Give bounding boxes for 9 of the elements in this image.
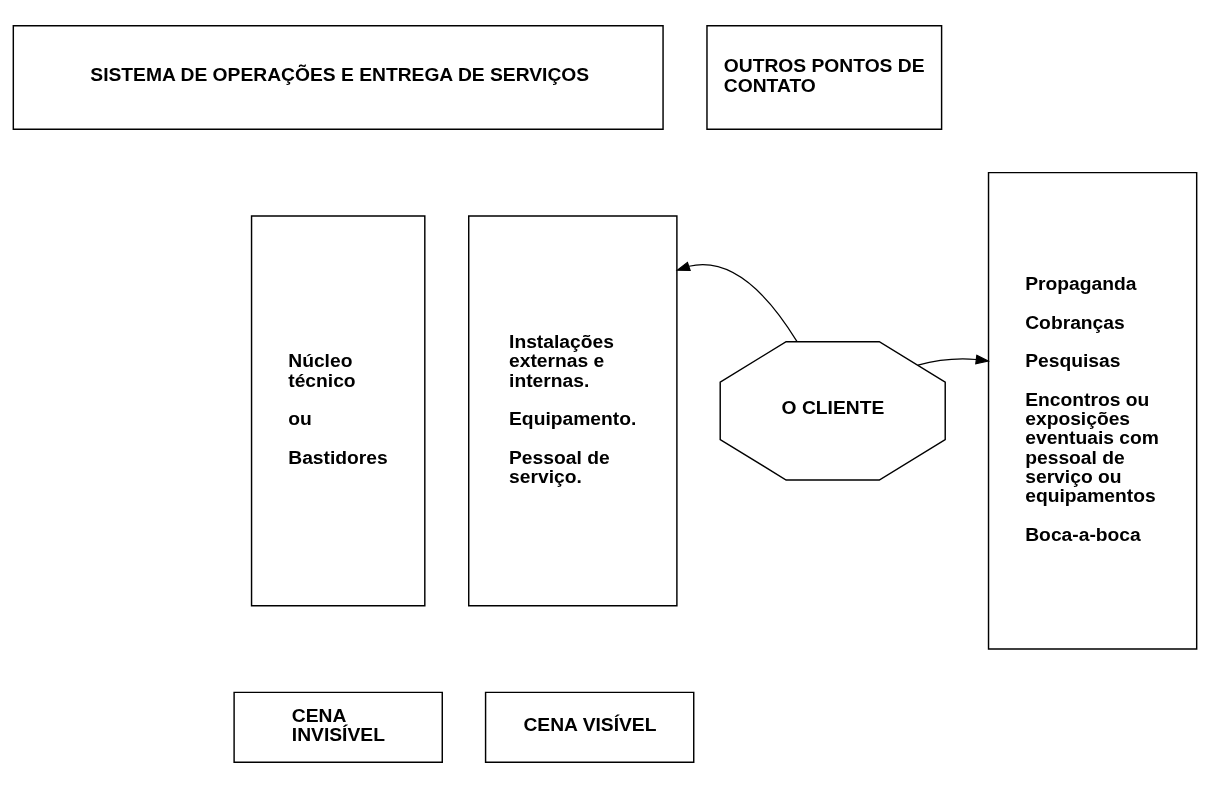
node-box: OUTROS PONTOS DE CONTATO [706,24,943,130]
node-box: Núcleo técnico ou Bastidores [250,214,426,606]
node-box: CENA INVISÍVEL [233,691,443,763]
arrow [917,353,991,366]
node-box: SISTEMA DE OPERAÇÕES E ENTREGA DE SERVIÇOS [12,24,664,130]
node-box: CENA VISÍVEL [484,691,695,763]
arrow [675,260,798,342]
node-box: Instalações externas e internas. Equipamento. Pessoal de serviço. [468,214,678,606]
node-box: Propaganda Cobranças Pesquisas Encontros ou exposições eventuais com pessoal de serviço ou equipamentos Boca-a-boca [987,171,1198,650]
